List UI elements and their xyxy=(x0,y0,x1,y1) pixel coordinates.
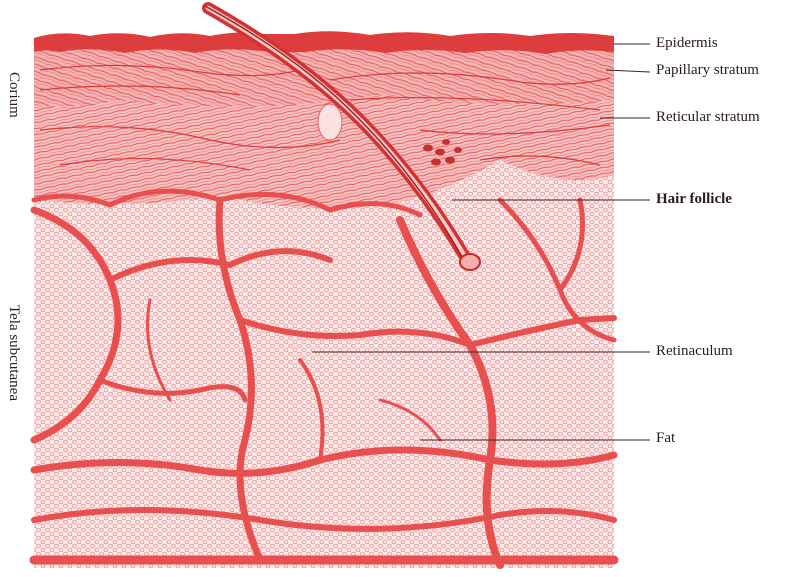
callout-fat: Fat xyxy=(656,430,675,447)
side-label-corium: Corium xyxy=(5,72,22,118)
callout-hair-follicle: Hair follicle xyxy=(656,191,732,208)
callout-reticular-stratum: Reticular stratum xyxy=(656,109,760,126)
follicle-bulb-pale xyxy=(318,104,342,140)
callout-retinaculum: Retinaculum xyxy=(656,343,733,360)
side-label-tela-subcutanea: Tela subcutanea xyxy=(5,305,22,401)
callout-epidermis: Epidermis xyxy=(656,35,718,52)
callout-papillary-stratum: Papillary stratum xyxy=(656,62,759,79)
subcutaneous-fat-region xyxy=(34,150,614,568)
